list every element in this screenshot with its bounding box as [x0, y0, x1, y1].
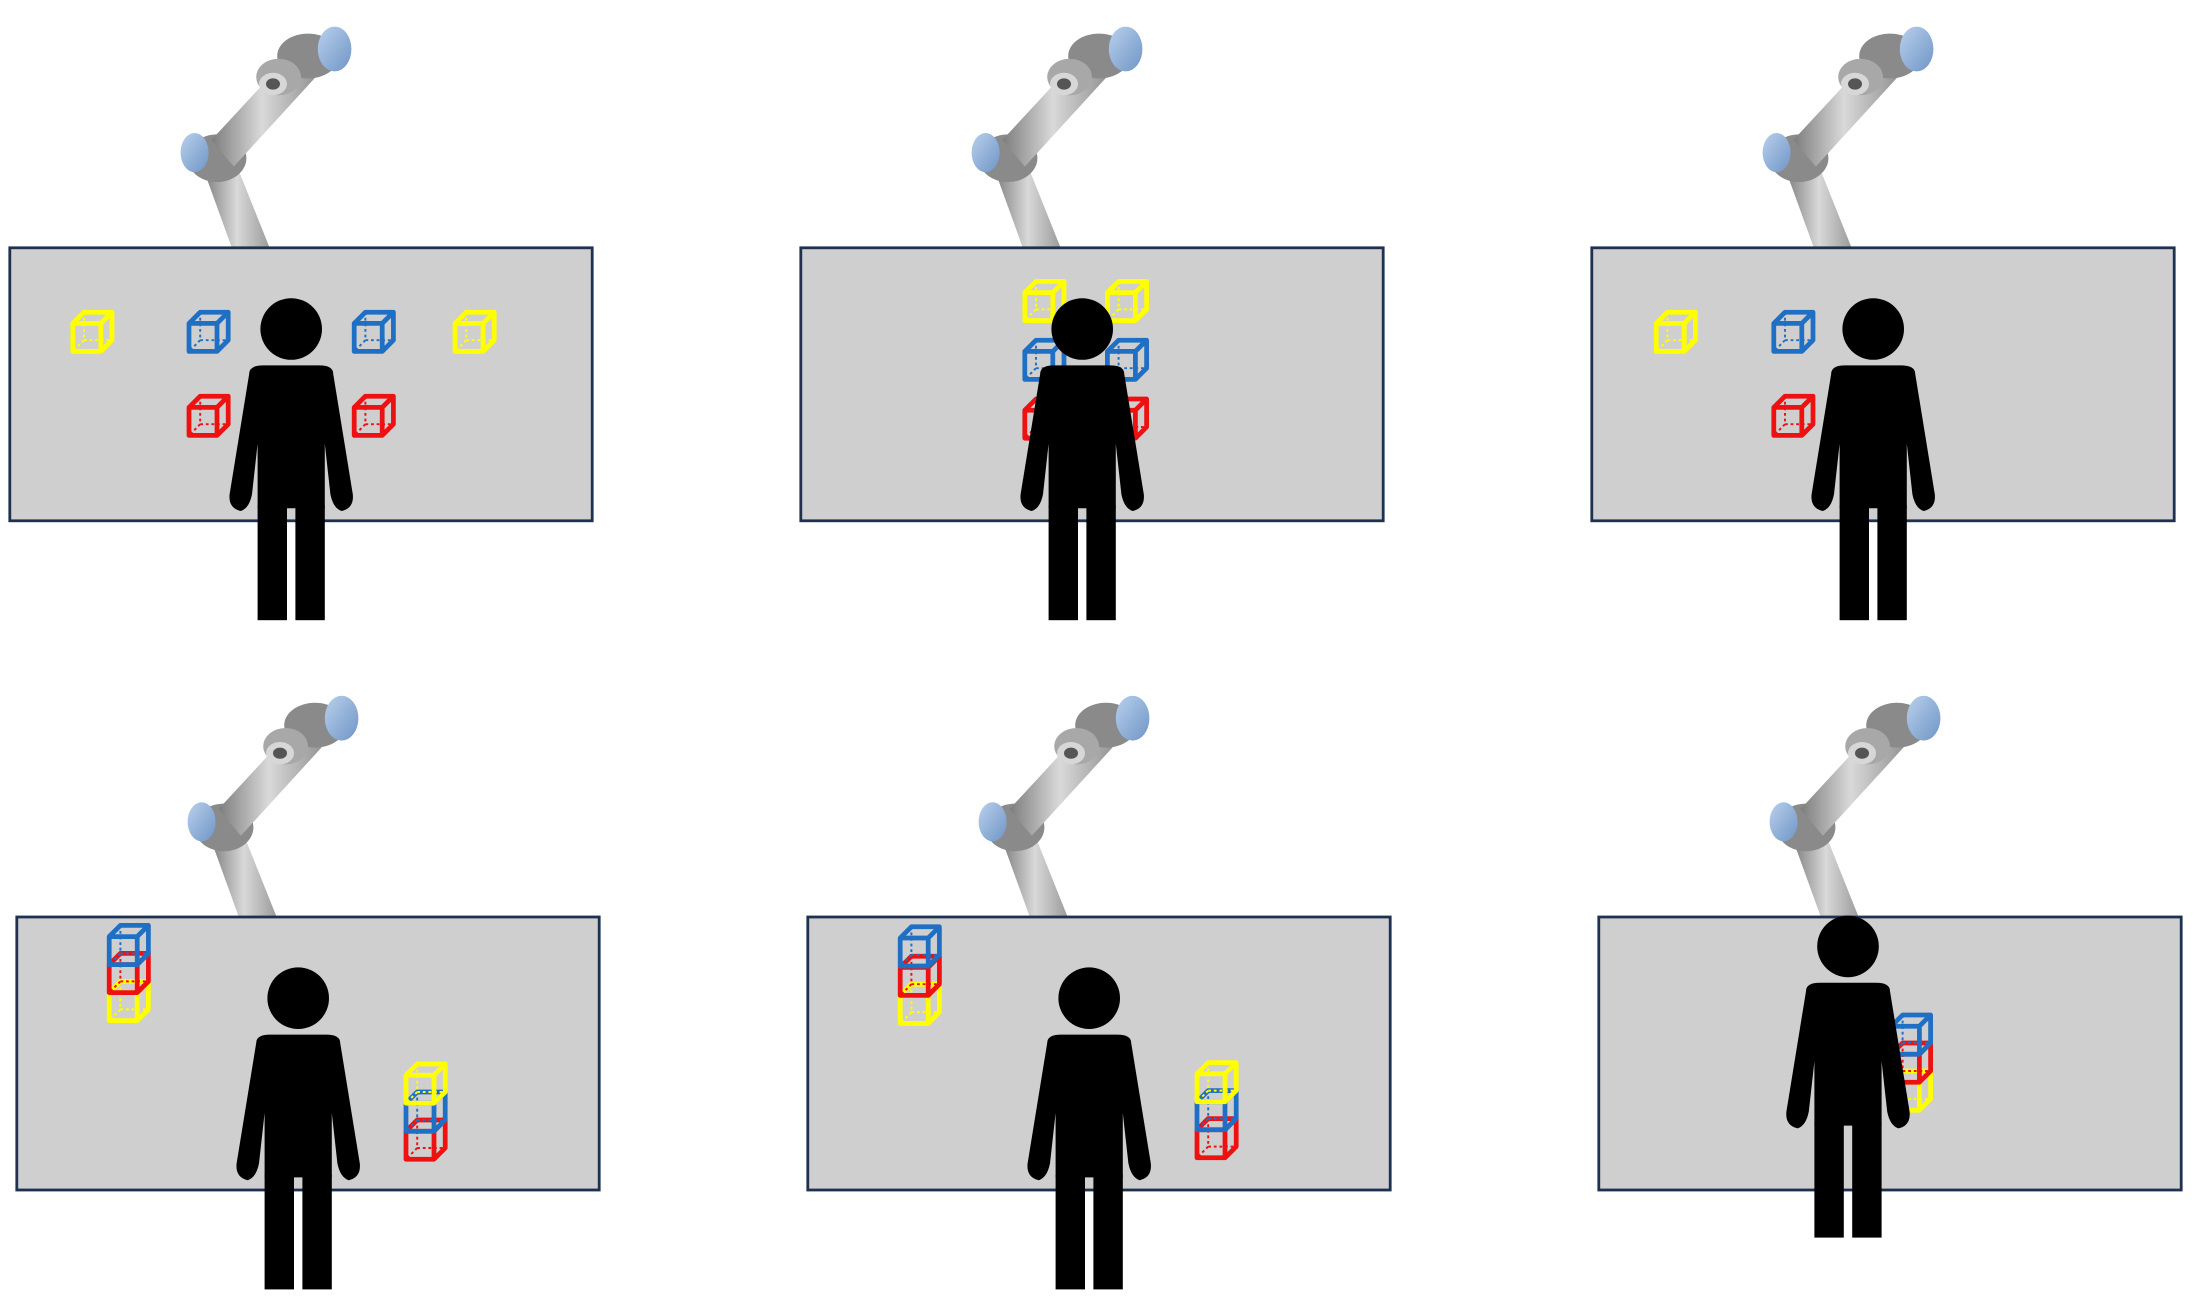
panel-top-middle: [799, 26, 1385, 621]
panel-top-left: [8, 26, 594, 621]
panel-top-right: [1590, 26, 2176, 621]
panel-bottom-middle: [806, 695, 1392, 1290]
panel-bottom-right: [1597, 695, 2183, 1238]
panel-bottom-left: [15, 695, 601, 1290]
